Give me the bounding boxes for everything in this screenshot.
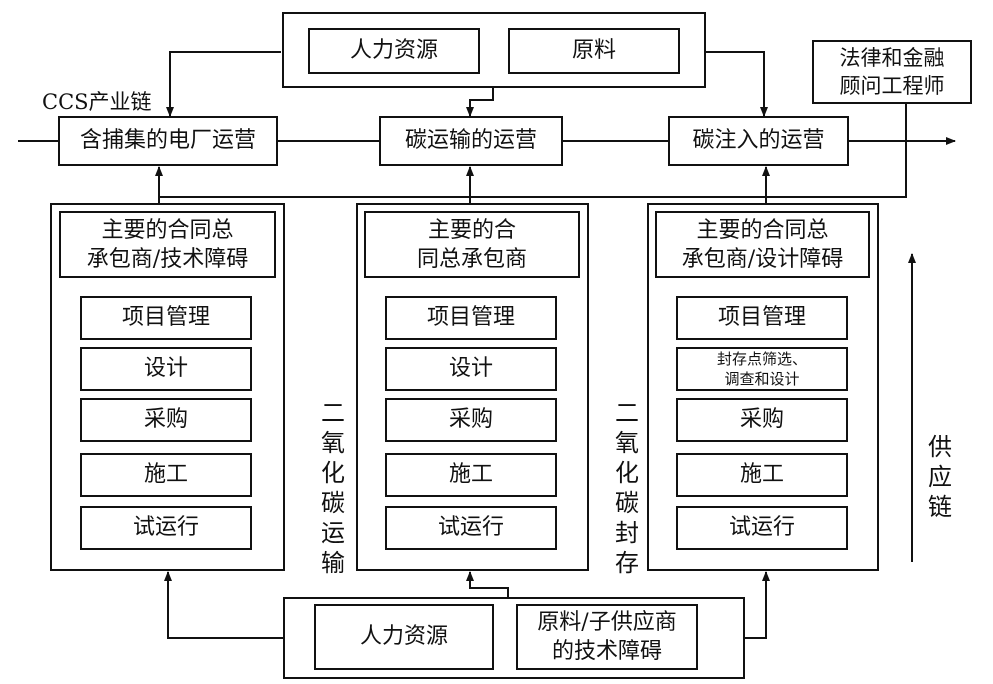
top-human-resources: 人力资源: [308, 28, 480, 74]
item-label: 项目管理: [121, 305, 210, 330]
column-injection-header-label: 主要的合同总 承包商/设计障碍: [681, 217, 844, 272]
stage-injection-operation: 碳注入的运营: [668, 116, 849, 166]
column-capture-item: 试运行: [80, 506, 252, 550]
column-transport-item: 试运行: [385, 506, 557, 550]
bottom-arrow-left: [164, 571, 283, 639]
stage-capture-label: 含捕集的电厂运营: [79, 128, 256, 153]
top-raw-materials-label: 原料: [571, 38, 616, 63]
column-capture-header-label: 主要的合同总 承包商/技术障碍: [86, 217, 249, 272]
stage-transport-label: 碳运输的运营: [404, 128, 537, 153]
column-transport-item: 项目管理: [385, 296, 557, 340]
top-arrow-left: [166, 51, 281, 117]
column-transport-header: 主要的合 同总承包商: [364, 211, 580, 278]
bottom-raw-materials: 原料/子供应商 的技术障碍: [516, 604, 698, 670]
supply-chain-label: 供应链: [928, 433, 952, 521]
item-label: 施工: [143, 462, 188, 487]
item-label: 试运行: [132, 515, 199, 540]
bottom-arrow-middle: [466, 571, 509, 600]
bottom-raw-materials-label: 原料/子供应商 的技术障碍: [537, 610, 677, 664]
ccs-chain-label: CCS产业链: [42, 90, 152, 114]
item-label: 试运行: [437, 515, 504, 540]
column-capture-item: 设计: [80, 347, 252, 391]
item-label: 采购: [143, 407, 188, 432]
column-transport-header-label: 主要的合 同总承包商: [416, 217, 527, 272]
bottom-human-resources: 人力资源: [314, 604, 494, 670]
column-transport-item: 设计: [385, 347, 557, 391]
column-injection-item: 试运行: [676, 506, 848, 550]
co2-storage-label: 二氧化碳封存: [615, 399, 639, 577]
column-capture-item: 项目管理: [80, 296, 252, 340]
consultant-label: 法律和金融 顾问工程师: [839, 46, 945, 98]
item-label: 设计: [143, 356, 188, 381]
item-label: 项目管理: [426, 305, 515, 330]
item-label: 试运行: [728, 515, 795, 540]
item-label: 项目管理: [717, 305, 806, 330]
item-label: 施工: [448, 462, 493, 487]
column-capture-header: 主要的合同总 承包商/技术障碍: [59, 211, 276, 278]
consultant-line: [159, 104, 907, 198]
item-label: 施工: [739, 462, 784, 487]
stage-injection-label: 碳注入的运营: [692, 128, 825, 153]
column-transport-item: 采购: [385, 398, 557, 442]
column-injection-header: 主要的合同总 承包商/设计障碍: [655, 211, 870, 278]
column-injection-item: 采购: [676, 398, 848, 442]
column-injection-item: 封存点筛选、 调查和设计: [676, 347, 848, 391]
item-label: 封存点筛选、 调查和设计: [716, 350, 807, 388]
stage-capture-operation: 含捕集的电厂运营: [58, 116, 278, 166]
column-capture-item: 施工: [80, 453, 252, 497]
top-human-resources-label: 人力资源: [349, 38, 438, 63]
bottom-arrow-right: [744, 571, 770, 639]
top-raw-materials: 原料: [508, 28, 680, 74]
top-arrow-middle: [466, 86, 494, 117]
column-injection-item: 项目管理: [676, 296, 848, 340]
top-arrow-right: [705, 51, 768, 117]
item-label: 设计: [448, 356, 493, 381]
bottom-human-resources-label: 人力资源: [359, 624, 448, 649]
column-capture-item: 采购: [80, 398, 252, 442]
stage-transport-operation: 碳运输的运营: [379, 116, 563, 166]
item-label: 采购: [448, 407, 493, 432]
column-injection-item: 施工: [676, 453, 848, 497]
item-label: 采购: [739, 407, 784, 432]
legal-financial-consultant: 法律和金融 顾问工程师: [812, 40, 972, 104]
column-transport-item: 施工: [385, 453, 557, 497]
co2-transport-label: 二氧化碳运输: [321, 399, 345, 577]
